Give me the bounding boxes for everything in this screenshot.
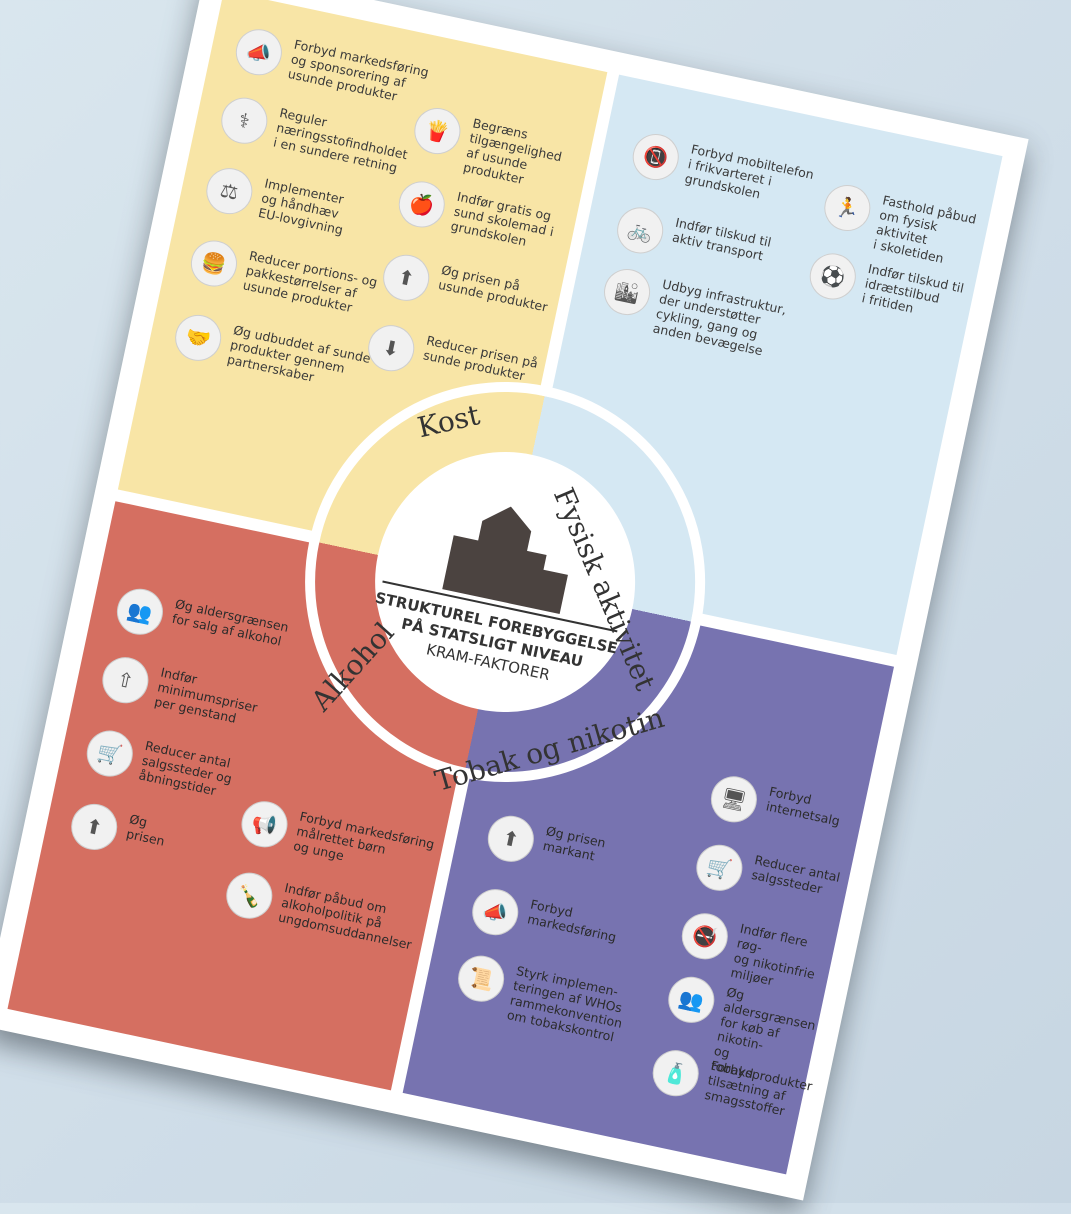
cart-icon: 🛒 (692, 840, 747, 896)
portion-icon: 🍔 (186, 236, 242, 291)
item-label: Styrk implemen- teringen af WHOs rammeko… (505, 963, 624, 1045)
price-up-icon: ⬆ (66, 799, 122, 855)
tobak-item: 🛒 Reducer antal salgssteder (692, 840, 842, 916)
item-label: Forbyd internetsalg (764, 783, 842, 829)
nutrient-icon: ⚕ (217, 93, 272, 148)
tobak-item: 📜 Styrk implemen- teringen af WHOs ramme… (451, 951, 630, 1045)
item-label: Indfør gratis og sund skolemad i grundsk… (449, 188, 556, 249)
item-label: Fasthold påbud om fysisk aktivitet i sko… (871, 192, 978, 266)
kost-item: ⬆ Øg prisen på usunde produkter (378, 250, 552, 331)
tobak-item: 🖥 Forbyd internetsalg (706, 772, 845, 844)
age-limit-icon: 👥 (112, 584, 168, 640)
flavor-icon: 🧴 (648, 1045, 703, 1101)
fysisk-item: 🚲 Indfør tilskud til aktiv transport (612, 203, 773, 280)
megaphone-icon: 📣 (231, 24, 287, 80)
price-down-icon: ⬇ (363, 320, 419, 376)
center-disc (350, 427, 660, 737)
kost-item: ⚕ Reguler næringsstofindholdet i en sund… (217, 93, 412, 177)
kost-item: 📣 Forbyd markedsføring og sponsorering a… (231, 24, 431, 110)
infrastructure-icon: 🏙 (599, 264, 655, 320)
school-food-icon: 🍎 (394, 177, 450, 232)
item-label: Forbyd markedsføring (526, 896, 618, 945)
limit-icon: 🍟 (410, 103, 465, 159)
no-smoke-icon: 🚭 (677, 908, 733, 964)
bike-icon: 🚲 (612, 203, 668, 258)
poster: 📣 Forbyd markedsføring og sponsorering a… (7, 0, 1003, 1175)
item-label: Udbyg infrastruktur, der understøtter cy… (651, 276, 788, 359)
megaphone-icon: 📣 (467, 884, 523, 940)
item-label: Reducer antal salgssteder og åbningstide… (137, 737, 234, 799)
castle-icon (442, 506, 568, 615)
kost-item: 🍔 Reducer portions- og pakkestørrelser a… (186, 236, 379, 320)
kost-item: ⚖ Implementer og håndhæv EU-lovgivning (202, 163, 351, 239)
alkohol-item: 📢 Forbyd markedsføring målrettet børn og… (237, 796, 436, 882)
item-label: Begræns tilgængelighed af usunde produkt… (461, 115, 564, 187)
item-label: Forbyd markedsføring og sponsorering af … (286, 36, 431, 104)
phone-icon: 📵 (628, 129, 684, 185)
alkohol-item: ⬆ Øg prisen (66, 799, 169, 865)
item-label: Øg prisen (125, 811, 166, 849)
price-up-icon: ⬆ (378, 250, 434, 306)
item-label: Reguler næringsstofindholdet i en sunder… (272, 105, 409, 176)
item-label: Indfør minimumspriser per genstand (153, 664, 259, 726)
age-limit-icon: 👥 (664, 972, 719, 1028)
who-icon: 📜 (453, 951, 509, 1006)
alkohol-item: 🛒 Reducer antal salgssteder og åbningsti… (82, 726, 237, 802)
item-label: Reducer portions- og pakkestørrelser af … (241, 247, 379, 316)
item-label: Forbyd markedsføring målrettet børn og u… (292, 808, 436, 864)
handshake-icon: 🤝 (170, 310, 226, 366)
internet-icon: 🖥 (706, 772, 762, 827)
item-label: Øg prisen på usunde produkter (437, 262, 549, 315)
price-up-icon: ⬆ (483, 811, 539, 867)
item-label: Implementer og håndhæv EU-lovgivning (257, 175, 346, 238)
item-label: Reducer antal salgssteder (750, 852, 842, 897)
gavel-icon: ⚖ (202, 163, 257, 219)
fysisk-item: 📵 Forbyd mobiltelefon i frikvarteret i g… (628, 129, 816, 213)
tobak-item: ⬆ Øg prisen markant (483, 811, 607, 881)
alkohol-item: ⇧ Indfør minimumspriser per genstand (98, 652, 262, 731)
kost-item: 🤝 Øg udbuddet af sunde produkter gennem … (170, 310, 373, 397)
policy-icon: 🍾 (222, 868, 277, 923)
alkohol-item: 👥 Øg aldersgrænsen for salg af alkohol (112, 584, 291, 665)
alkohol-item: 🍾 Indfør påbud om alkoholpolitik på ungd… (222, 868, 419, 953)
item-label: Øg udbuddet af sunde produkter gennem pa… (225, 322, 373, 385)
item-label: Indfør tilskud til aktiv transport (670, 214, 773, 264)
tobak-item: 📣 Forbyd markedsføring (467, 884, 621, 960)
item-label: Reducer prisen på sunde produkter (422, 332, 540, 384)
target-megaphone-icon: 📢 (237, 796, 292, 852)
item-label: Indfør tilskud til idrætstilbud i fritid… (860, 260, 966, 316)
item-label: Øg prisen markant (541, 823, 607, 864)
sports-icon: ⚽ (805, 249, 861, 304)
min-price-icon: ⇧ (98, 652, 153, 708)
school-activity-icon: 🏃 (820, 180, 875, 236)
item-label: Øg aldersgrænsen for salg af alkohol (170, 596, 291, 649)
item-label: Indfør påbud om alkoholpolitik på ungdom… (277, 880, 414, 953)
item-label: Forbyd mobiltelefon i frikvarteret i gru… (683, 141, 816, 202)
cart-icon: 🛒 (82, 726, 138, 781)
